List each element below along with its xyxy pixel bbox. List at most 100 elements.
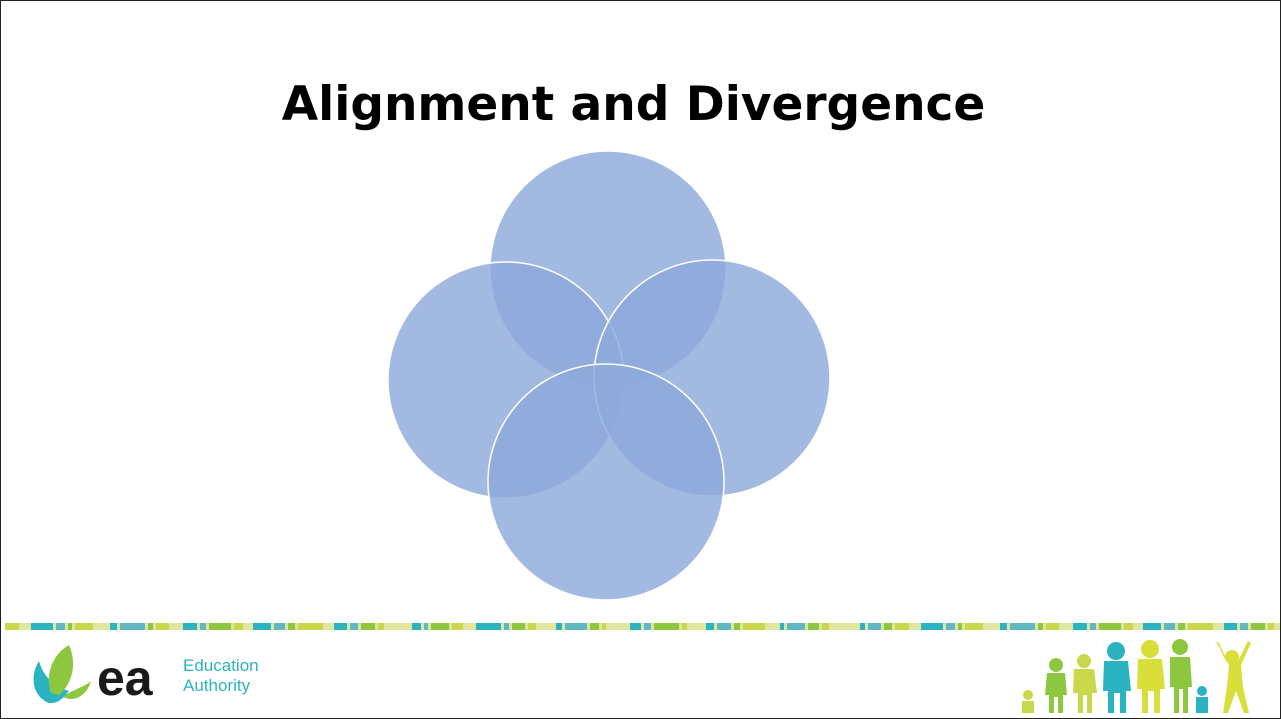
- leaf-icon: [33, 645, 91, 704]
- band-segment: [690, 623, 703, 630]
- band-segment: [209, 623, 231, 630]
- band-segment: [1073, 623, 1087, 630]
- band-segment: [298, 623, 323, 630]
- child-silhouette-8: [1216, 641, 1251, 713]
- children-silhouettes-graphic: [1022, 639, 1251, 713]
- venn-circles: [387, 150, 831, 601]
- band-segment: [895, 623, 909, 630]
- child-silhouette-2: [1045, 658, 1067, 713]
- ea-logo-text: Education Authority: [183, 656, 259, 696]
- band-segment: [96, 623, 107, 630]
- band-segment: [387, 623, 409, 630]
- band-segment: [1099, 623, 1121, 630]
- band-segment: [780, 623, 784, 630]
- band-segment: [1178, 623, 1185, 630]
- band-segment: [431, 623, 449, 630]
- child-silhouette-1: [1022, 690, 1034, 713]
- band-segment: [1038, 623, 1043, 630]
- band-segment: [452, 623, 463, 630]
- logo-line-education: Education: [183, 656, 259, 675]
- band-segment: [246, 623, 250, 630]
- band-segment: [288, 623, 295, 630]
- band-segment: [512, 623, 525, 630]
- band-segment: [734, 623, 740, 630]
- child-silhouette-6: [1170, 639, 1192, 713]
- band-segment: [706, 623, 714, 630]
- band-segment: [682, 623, 687, 630]
- band-segment: [148, 623, 153, 630]
- band-segment: [1010, 623, 1035, 630]
- band-segment: [884, 623, 892, 630]
- band-segment: [743, 623, 765, 630]
- band-segment: [958, 623, 962, 630]
- band-segment: [1164, 623, 1175, 630]
- band-segment: [350, 623, 358, 630]
- band-segment: [334, 623, 347, 630]
- band-segment: [504, 623, 509, 630]
- band-segment: [717, 623, 731, 630]
- band-segment: [156, 623, 169, 630]
- band-segment: [644, 623, 651, 630]
- band-segment: [110, 623, 117, 630]
- band-segment: [1124, 623, 1133, 630]
- band-segment: [768, 623, 777, 630]
- band-segment: [5, 623, 19, 630]
- band-segment: [1062, 623, 1070, 630]
- footer-divider-band: [5, 623, 1280, 630]
- band-segment: [120, 623, 145, 630]
- band-segment: [787, 623, 805, 630]
- band-segment: [1143, 623, 1161, 630]
- band-segment: [412, 623, 421, 630]
- band-segment: [590, 623, 599, 630]
- band-segment: [965, 623, 983, 630]
- band-segment: [361, 623, 375, 630]
- band-segment: [986, 623, 997, 630]
- band-segment: [556, 623, 562, 630]
- band-segment: [630, 623, 641, 630]
- band-segment: [172, 623, 180, 630]
- band-segment: [808, 623, 819, 630]
- venn-circle-bottom: [487, 363, 725, 601]
- logo-line-authority: Authority: [183, 676, 251, 695]
- band-segment: [609, 623, 627, 630]
- band-segment: [602, 623, 606, 630]
- band-segment: [1136, 623, 1140, 630]
- band-segment: [56, 623, 65, 630]
- band-segment: [946, 623, 955, 630]
- band-segment: [234, 623, 243, 630]
- child-silhouette-3: [1073, 654, 1097, 713]
- ea-logo-mark: ea: [97, 650, 154, 706]
- band-segment: [1251, 623, 1265, 630]
- band-segment: [912, 623, 918, 630]
- child-silhouette-7: [1196, 686, 1208, 713]
- band-segment: [1000, 623, 1007, 630]
- band-segment: [200, 623, 206, 630]
- band-segment: [424, 623, 428, 630]
- band-segment: [466, 623, 473, 630]
- band-segment: [1216, 623, 1221, 630]
- band-segment: [1240, 623, 1248, 630]
- band-segment: [75, 623, 93, 630]
- band-segment: [253, 623, 271, 630]
- band-segment: [832, 623, 857, 630]
- band-segment: [31, 623, 53, 630]
- band-segment: [822, 623, 829, 630]
- child-silhouette-4: [1103, 642, 1131, 713]
- band-segment: [860, 623, 865, 630]
- child-silhouette-5: [1137, 640, 1165, 713]
- slide-title: Alignment and Divergence: [281, 77, 986, 132]
- band-segment: [326, 623, 331, 630]
- band-segment: [1090, 623, 1096, 630]
- band-segment: [22, 623, 28, 630]
- band-segment: [539, 623, 553, 630]
- band-background: [5, 623, 1280, 630]
- band-segment: [68, 623, 72, 630]
- band-segment: [654, 623, 679, 630]
- band-segment: [528, 623, 536, 630]
- band-segment: [1268, 623, 1274, 630]
- ea-logo: ea: [33, 645, 154, 706]
- band-segment: [476, 623, 501, 630]
- band-segment: [921, 623, 943, 630]
